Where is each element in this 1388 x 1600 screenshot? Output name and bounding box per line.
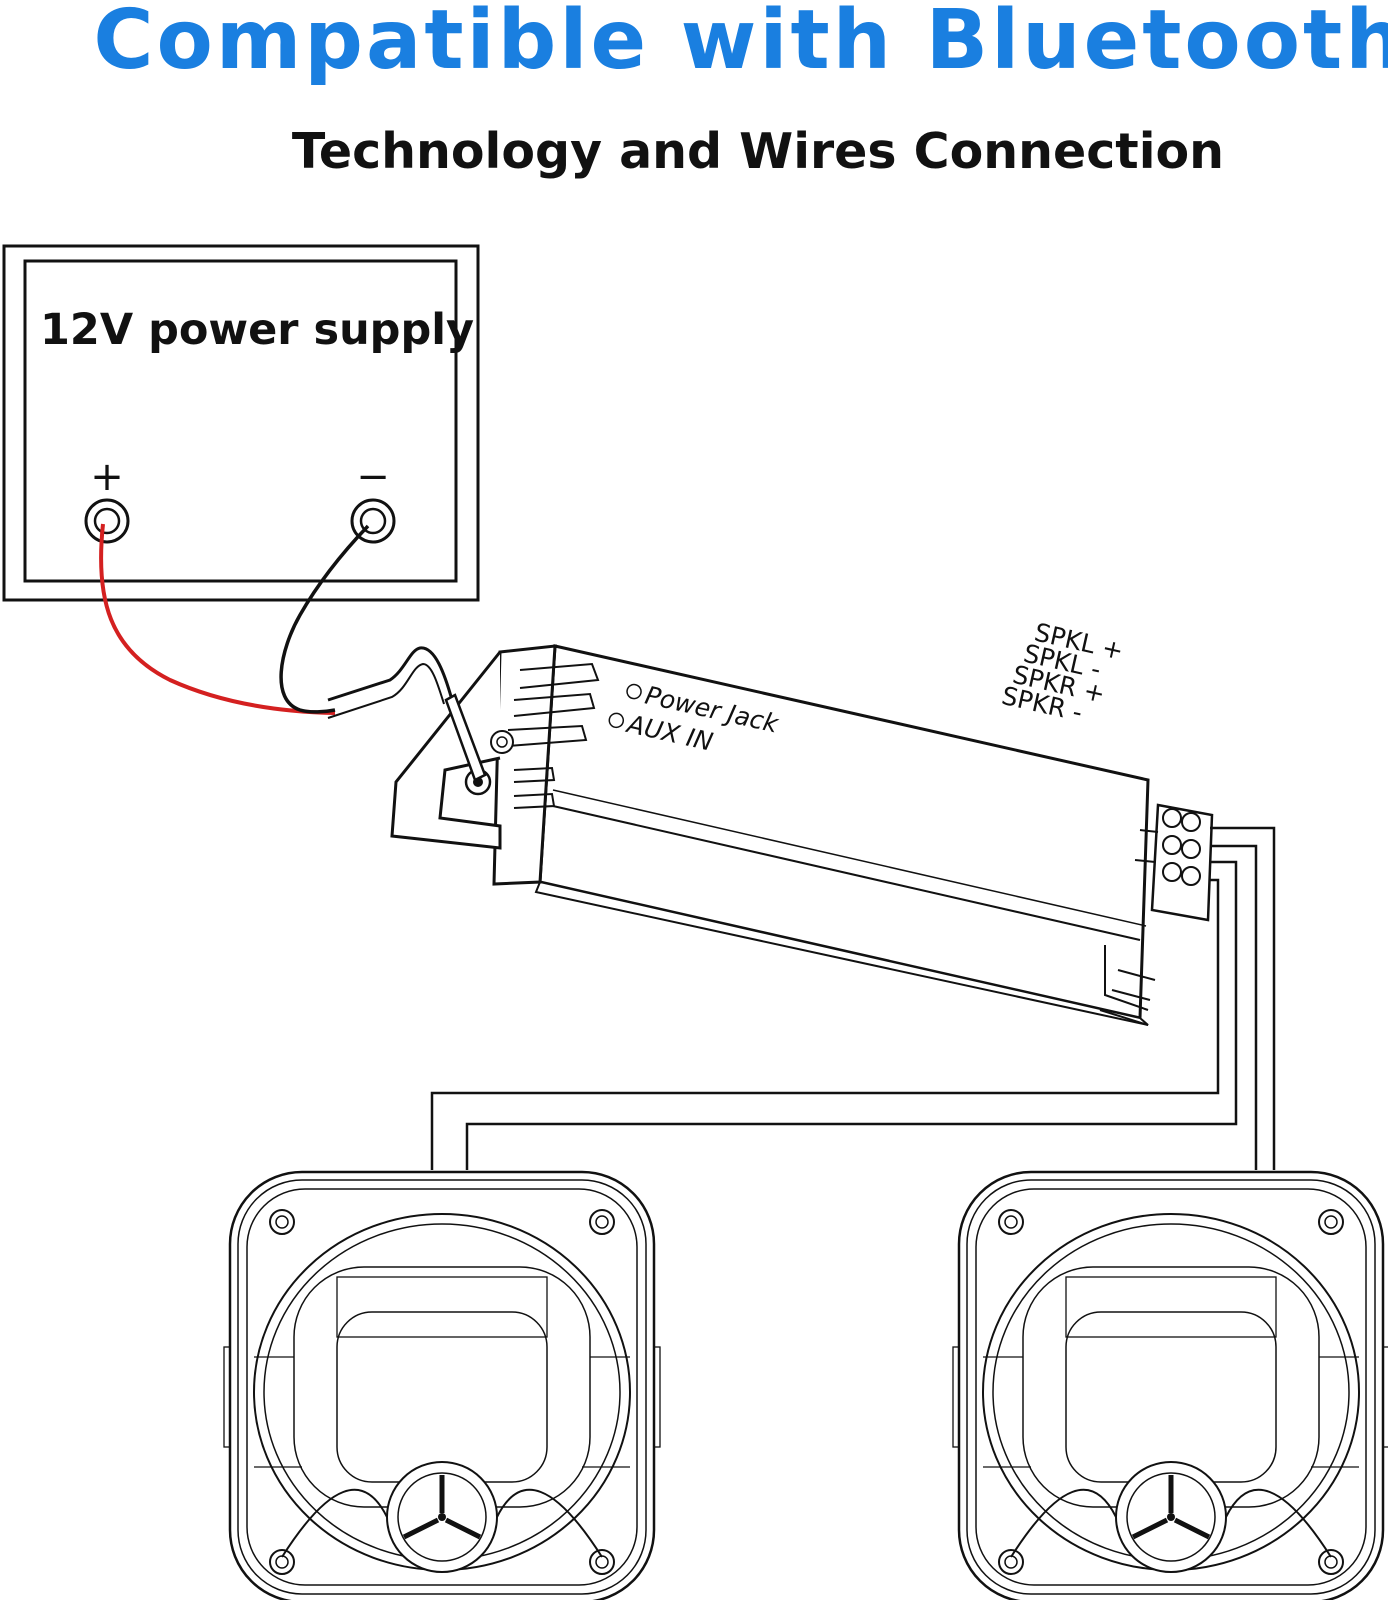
terminal-block xyxy=(1134,803,1214,922)
positive-terminal-icon xyxy=(84,498,130,544)
power-plug-icon xyxy=(444,693,487,782)
power-supply: 12V power supply + − xyxy=(2,244,480,602)
aux-in-icon xyxy=(608,712,625,729)
amplifier: Power Jack AUX IN SPKL + SPKL - SPKR + S… xyxy=(390,618,1214,1026)
positive-sign: + xyxy=(90,454,124,500)
left-speaker-icon xyxy=(224,1172,660,1600)
power-cable-icon xyxy=(327,646,454,702)
negative-sign: − xyxy=(356,454,390,500)
right-speaker-icon xyxy=(953,1172,1388,1600)
power-supply-label: 12V power supply xyxy=(40,305,474,355)
positive-wire xyxy=(99,523,336,715)
title: Compatible with Bluetooth xyxy=(93,0,1388,88)
power-jack-icon xyxy=(626,683,642,700)
speaker-wires xyxy=(430,826,1276,1170)
subtitle: Technology and Wires Connection xyxy=(292,123,1224,180)
negative-wire xyxy=(279,524,370,714)
